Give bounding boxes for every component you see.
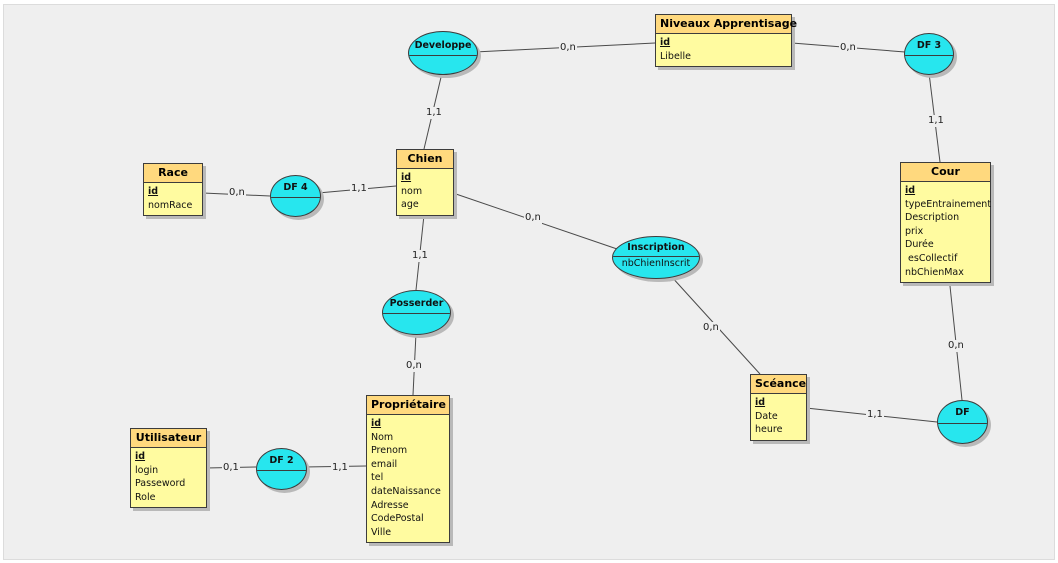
cardinality-chien-inscription: 0,n bbox=[524, 212, 542, 224]
cardinality-inscription-seance: 0,n bbox=[702, 322, 720, 334]
entity-title: Scéance bbox=[751, 375, 806, 394]
entity-chien[interactable]: Chien id nom age bbox=[396, 149, 454, 216]
attribute: dateNaissance bbox=[371, 485, 441, 497]
cardinality-developpe-chien: 1,1 bbox=[425, 107, 443, 119]
attribute: nom bbox=[401, 185, 423, 197]
attribute: Role bbox=[135, 491, 156, 503]
cardinality-cour-df: 0,n bbox=[947, 340, 965, 352]
attribute: heure bbox=[755, 424, 783, 436]
association-attribute: nbChienInscrit bbox=[621, 258, 691, 269]
association-divider bbox=[938, 423, 987, 424]
attribute: CodePostal bbox=[371, 513, 424, 525]
entity-title: Race bbox=[144, 164, 202, 183]
entity-cour[interactable]: Cour id typeEntrainement Description pri… bbox=[900, 162, 992, 284]
cardinality-race-df4: 0,n bbox=[228, 187, 246, 199]
association-posserder[interactable]: Posserder bbox=[382, 290, 451, 335]
cardinality-niveaux-df3: 0,n bbox=[839, 42, 857, 54]
entity-title: Cour bbox=[901, 163, 990, 182]
attribute: nbChienMax bbox=[905, 266, 964, 278]
association-name: DF 3 bbox=[916, 40, 942, 51]
association-inscription[interactable]: Inscription nbChienInscrit bbox=[612, 236, 700, 279]
cardinality-df3-cour: 1,1 bbox=[927, 115, 945, 127]
association-name: DF bbox=[955, 407, 970, 418]
attribute-primary-key: id bbox=[755, 397, 766, 408]
attribute: Libelle bbox=[660, 50, 691, 62]
attribute: Passeword bbox=[135, 478, 186, 490]
cardinality-seance-df: 1,1 bbox=[866, 409, 884, 421]
entity-title: Utilisateur bbox=[131, 429, 206, 448]
attribute: Durée bbox=[905, 239, 934, 251]
attribute-primary-key: id bbox=[135, 451, 146, 462]
attribute: email bbox=[371, 458, 398, 470]
association-df2[interactable]: DF 2 bbox=[256, 448, 307, 490]
association-name: Developpe bbox=[414, 40, 472, 51]
attribute: Prenom bbox=[371, 445, 408, 457]
association-divider bbox=[271, 197, 320, 198]
association-divider bbox=[905, 55, 953, 56]
attribute: Adresse bbox=[371, 499, 409, 511]
attribute: Ville bbox=[371, 526, 392, 538]
association-df[interactable]: DF bbox=[937, 400, 988, 444]
association-divider bbox=[409, 55, 477, 56]
association-name: Posserder bbox=[389, 298, 444, 309]
attribute-primary-key: id bbox=[905, 185, 916, 196]
attribute: Date bbox=[755, 410, 778, 422]
entity-title: Chien bbox=[397, 150, 453, 169]
attribute: prix bbox=[905, 225, 924, 237]
entity-proprietaire[interactable]: Propriétaire id Nom Prenom email tel dat… bbox=[366, 395, 450, 544]
attribute: Nom bbox=[371, 431, 394, 443]
attribute: typeEntrainement bbox=[905, 198, 992, 210]
entity-title: Niveaux Apprentisage bbox=[656, 15, 797, 34]
cardinality-chien-posserder: 1,1 bbox=[411, 250, 429, 262]
entity-race[interactable]: Race id nomRace bbox=[143, 163, 203, 217]
association-divider bbox=[613, 256, 699, 257]
cardinality-df2-proprietaire: 1,1 bbox=[331, 462, 349, 474]
entity-title: Propriétaire bbox=[367, 396, 449, 415]
association-df4[interactable]: DF 4 bbox=[270, 175, 321, 217]
cardinality-df4-chien: 1,1 bbox=[350, 183, 368, 195]
attribute: Description bbox=[905, 212, 960, 224]
association-divider bbox=[257, 470, 306, 471]
entity-seance[interactable]: Scéance id Date heure bbox=[750, 374, 807, 441]
cardinality-utilisateur-df2: 0,1 bbox=[222, 462, 240, 474]
association-divider bbox=[383, 313, 450, 314]
cardinality-developpe-niveaux: 0,n bbox=[559, 42, 577, 54]
cardinality-posserder-proprietaire: 0,n bbox=[405, 360, 423, 372]
association-name: Inscription bbox=[627, 242, 685, 253]
attribute-primary-key: id bbox=[148, 186, 159, 197]
association-name: DF 2 bbox=[269, 455, 294, 466]
attribute-primary-key: id bbox=[401, 172, 412, 183]
association-df3[interactable]: DF 3 bbox=[904, 33, 954, 75]
attribute: login bbox=[135, 464, 159, 476]
attribute: age bbox=[401, 199, 419, 211]
attribute-primary-key: id bbox=[660, 37, 671, 48]
attribute: tel bbox=[371, 472, 384, 484]
entity-niveaux-apprentisage[interactable]: Niveaux Apprentisage id Libelle bbox=[655, 14, 797, 68]
attribute-primary-key: id bbox=[371, 418, 382, 429]
association-name: DF 4 bbox=[283, 182, 308, 193]
association-developpe[interactable]: Developpe bbox=[408, 31, 478, 75]
attribute: esCollectif bbox=[905, 252, 958, 264]
attribute: nomRace bbox=[148, 199, 193, 211]
entity-utilisateur[interactable]: Utilisateur id login Passeword Role bbox=[130, 428, 207, 509]
